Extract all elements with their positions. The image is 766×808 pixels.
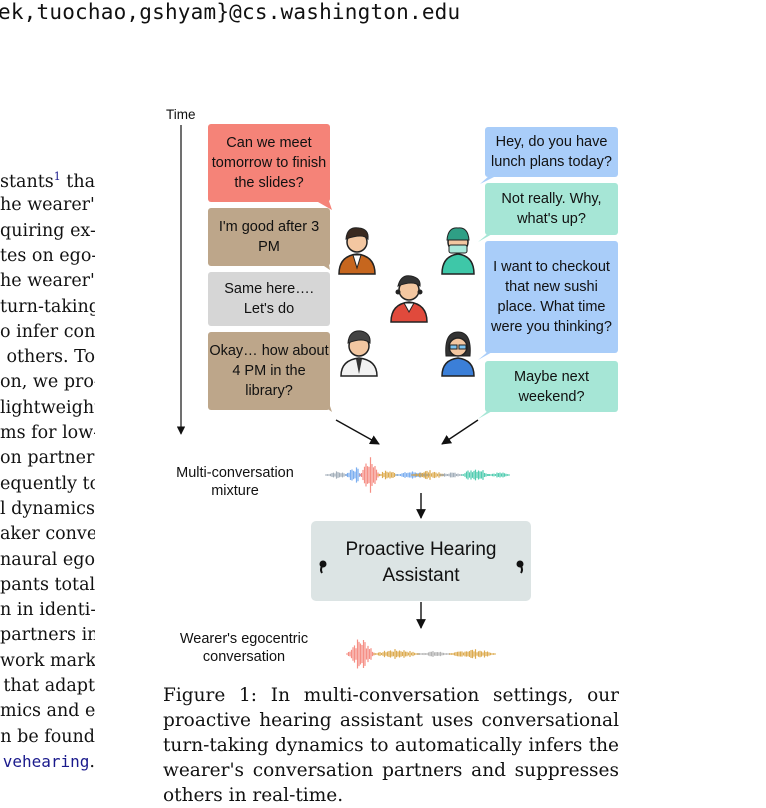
- mixture-waveform: [325, 457, 510, 493]
- body-text-line: stants1 that: [0, 170, 95, 192]
- bubble-right-2: Not really. Why, what's up?: [485, 183, 618, 235]
- bubble-left-1: Can we meet tomorrow to finish the slide…: [208, 124, 330, 202]
- author-email: ek,tuochao,gshyam}@cs.washington.edu: [0, 0, 461, 24]
- body-text-line: he wearer's: [0, 195, 95, 216]
- bubble-left-4: Okay… how about 4 PM in the library?: [208, 332, 330, 410]
- bubble-text: Not really. Why, what's up?: [501, 191, 602, 227]
- body-text-line: aker conver-: [0, 524, 95, 545]
- time-label: Time: [166, 107, 196, 122]
- person-orange-jacket-icon: [338, 227, 376, 275]
- arrow-left-to-mixture: [335, 419, 380, 445]
- body-text-line: n be found: [0, 726, 95, 747]
- earbud-left-icon: [319, 560, 327, 574]
- assistant-box: [311, 521, 531, 601]
- project-url-link[interactable]: vehearing: [2, 751, 90, 771]
- bubble-left-2: I'm good after 3 PM: [208, 208, 330, 266]
- bubble-left-3: Same here…. Let's do: [208, 272, 330, 326]
- bubble-text: Okay… how about 4 PM in the library?: [209, 343, 329, 399]
- bubble-text: I want to checkout that new sushi place.…: [491, 259, 612, 335]
- body-text-line: l dynamics.: [0, 498, 95, 519]
- mixture-label: Multi-conversation mixture: [176, 465, 294, 499]
- footnote-marker[interactable]: 1: [53, 170, 61, 183]
- bubble-text: I'm good after 3 PM: [218, 219, 320, 255]
- body-text-line: tes on ego-: [0, 245, 95, 266]
- figure-caption: Figure 1: In multi-conversation settings…: [163, 685, 619, 806]
- bubble-text: Maybe next weekend?: [514, 368, 589, 405]
- body-text-line: naural ego-: [0, 549, 95, 570]
- body-text-line: o infer con-: [0, 321, 95, 342]
- body-text-line: equently to: [0, 473, 95, 494]
- body-text-line: lightweight: [0, 397, 95, 418]
- body-text-link-line: vehearing.: [2, 751, 95, 772]
- body-text-line: on partners,: [0, 448, 95, 469]
- body-text-line: ms for low-: [0, 423, 95, 443]
- body-text-line: partners in: [0, 625, 95, 646]
- bubble-right-1: Hey, do you have lunch plans today?: [485, 127, 618, 177]
- body-text-line: on, we pro-: [0, 372, 95, 393]
- output-waveform: [346, 639, 496, 669]
- arrow-right-to-mixture: [441, 419, 479, 445]
- body-text-line: work marks: [0, 650, 95, 671]
- wearer-red-shirt-icon: [390, 275, 428, 323]
- person-blue-shirt-glasses-icon: [441, 331, 475, 377]
- body-text-line: he wearer's: [0, 271, 95, 292]
- body-text-line: mics and en-: [0, 701, 95, 722]
- person-white-coat-icon: [340, 330, 378, 377]
- body-text-line: quiring ex-: [0, 220, 95, 241]
- bubble-text: Same here…. Let's do: [224, 281, 314, 317]
- body-text-line: that adapt: [3, 676, 95, 696]
- bubble-right-3: I want to checkout that new sushi place.…: [485, 241, 618, 353]
- earbud-right-icon: [516, 560, 524, 574]
- bubble-tail: [480, 175, 494, 184]
- bubble-right-4: Maybe next weekend?: [485, 361, 618, 412]
- output-label: Wearer's egocentric conversation: [179, 631, 309, 665]
- bubble-text: Can we meet tomorrow to finish the slide…: [211, 135, 327, 191]
- person-green-scrubs-icon: [441, 227, 475, 275]
- body-text-line: n in identi-: [0, 600, 95, 621]
- body-text-line: turn-taking: [0, 296, 95, 317]
- bubble-text: Hey, do you have lunch plans today?: [491, 134, 612, 170]
- body-text-line: pants total-: [0, 574, 95, 595]
- body-text-line: others. To: [6, 347, 95, 368]
- assistant-label: Proactive Hearing Assistant: [345, 539, 497, 586]
